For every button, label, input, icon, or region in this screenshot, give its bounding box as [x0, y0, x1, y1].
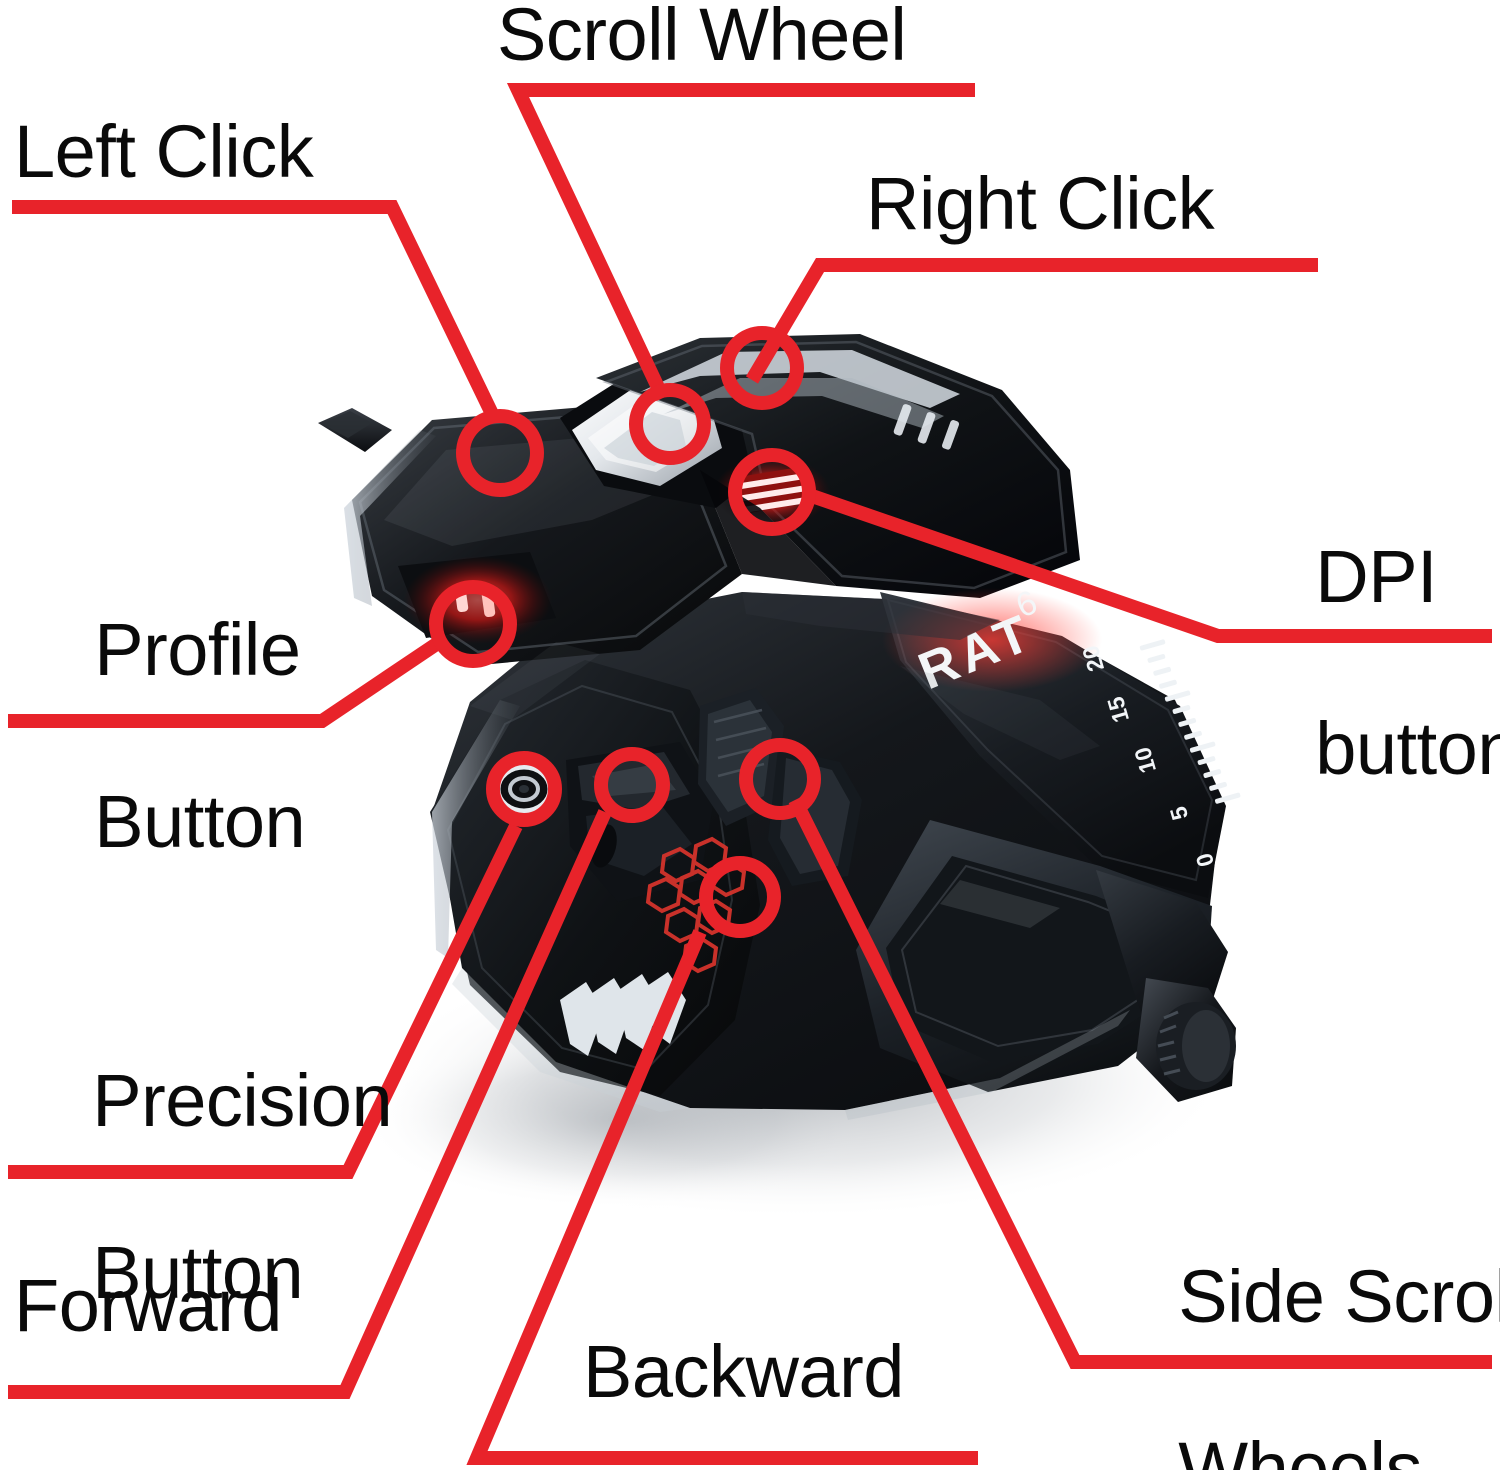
label-precision-button-line2: Button	[92, 1231, 304, 1314]
label-dpi-button: DPI button	[1235, 448, 1500, 878]
label-backward: Backward	[583, 1330, 904, 1413]
circle-precision-button	[486, 751, 562, 827]
label-left-click: Left Click	[14, 110, 314, 193]
circle-backward	[699, 856, 781, 938]
chassis-left-highlight	[432, 700, 520, 958]
label-precision-button-line1: Precision	[92, 1059, 393, 1142]
label-dpi-button-line2: button	[1315, 707, 1500, 790]
length-adjust-knob	[1136, 978, 1236, 1102]
leader-precision-button	[8, 822, 523, 1179]
circle-left-click	[456, 409, 544, 497]
circle-side-scroll-wheels	[739, 738, 821, 820]
palm-rest-inset	[886, 856, 1180, 1062]
circle-forward	[594, 747, 670, 823]
leader-side-scroll-wheels	[788, 796, 1492, 1369]
label-right-click: Right Click	[866, 162, 1215, 245]
label-scroll-wheel: Scroll Wheel	[497, 0, 907, 76]
circle-profile-button	[429, 580, 517, 668]
side-scroll-wheels-hardware	[698, 688, 862, 886]
circle-dpi-button	[728, 448, 816, 536]
left-button-trim	[344, 430, 436, 606]
leader-scroll-wheel	[506, 83, 975, 401]
right-click-chrome-streak	[640, 350, 960, 408]
leader-dpi-button	[809, 489, 1492, 643]
callout-leader-lines	[8, 83, 1492, 1465]
leader-profile-button	[8, 637, 442, 728]
label-side-scroll-wheels: Side Scroll Wheels	[1098, 1168, 1500, 1470]
chassis-front-lip	[742, 592, 1000, 640]
circle-scroll-wheel	[629, 383, 711, 465]
leader-backward	[466, 929, 978, 1465]
circle-right-click	[720, 326, 804, 410]
right-click-button	[596, 334, 1080, 598]
label-side-scroll-wheels-line1: Side Scroll	[1178, 1255, 1500, 1338]
label-forward: Forward	[14, 1264, 282, 1347]
callout-circles	[429, 326, 821, 938]
label-profile-button: Profile Button	[14, 521, 305, 951]
right-click-vent-marks	[893, 404, 960, 450]
leader-forward	[8, 809, 612, 1399]
leader-left-click	[12, 200, 502, 424]
label-profile-button-line2: Button	[94, 780, 306, 863]
label-precision-button: Precision Button	[12, 972, 392, 1402]
label-dpi-button-line1: DPI	[1315, 535, 1438, 618]
profile-led-glow	[404, 556, 552, 644]
label-profile-button-line1: Profile	[94, 608, 301, 691]
label-side-scroll-wheels-line2: Wheels	[1178, 1427, 1423, 1470]
